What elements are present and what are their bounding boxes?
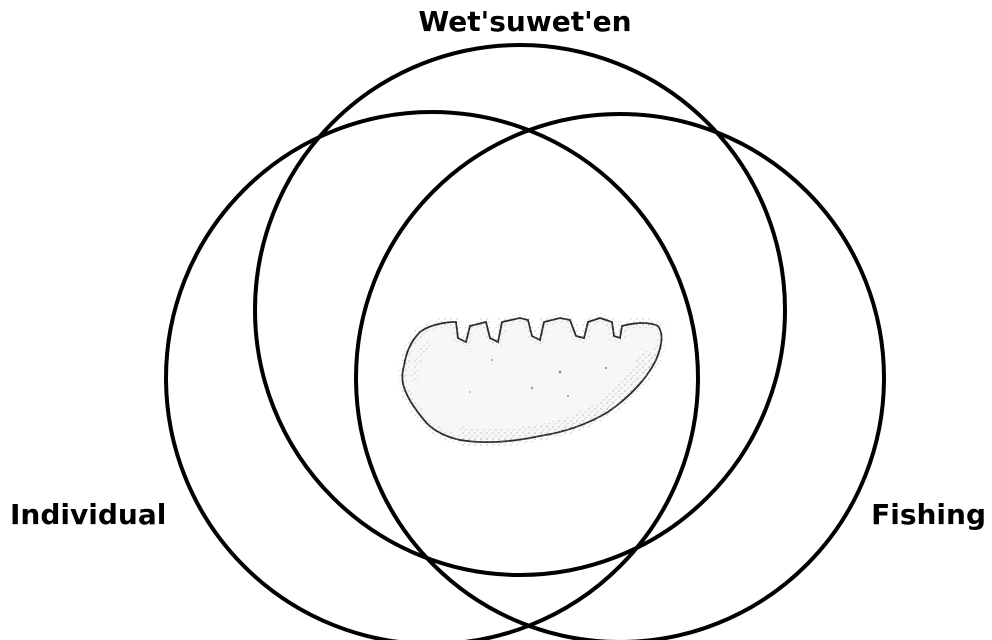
stone-artifact-icon xyxy=(402,318,661,442)
set-circle-top xyxy=(255,45,785,575)
set-label-fishing: Fishing xyxy=(871,501,986,529)
set-label-wetsuweten: Wet'suwet'en xyxy=(0,8,992,36)
set-label-individual: Individual xyxy=(10,501,166,529)
